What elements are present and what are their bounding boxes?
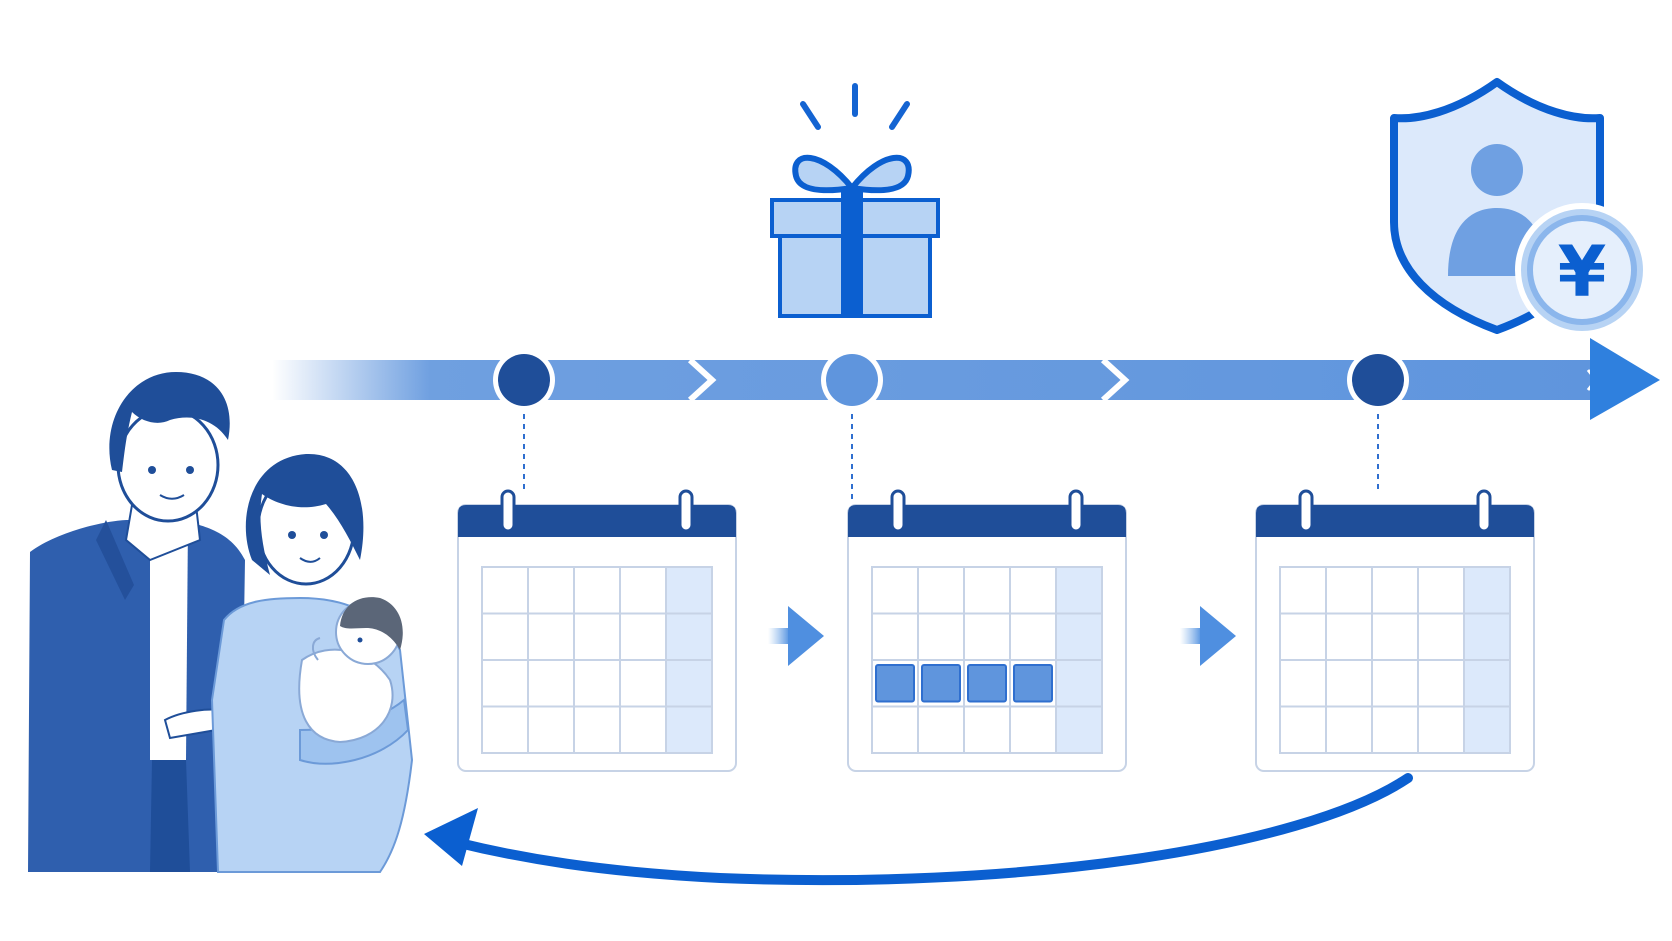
flow-arrow-1 xyxy=(768,606,824,666)
timeline-chevron xyxy=(1100,357,1130,403)
calendar-after xyxy=(1255,489,1535,772)
node-connectors xyxy=(523,414,1379,500)
calendar-ring xyxy=(890,489,906,533)
calendar-header xyxy=(1256,505,1534,537)
timeline-bar xyxy=(272,338,1660,420)
calendar-before xyxy=(457,489,737,772)
gift-icon xyxy=(770,83,940,318)
yen-symbol: ¥ xyxy=(1558,231,1607,313)
return-arrow xyxy=(424,773,1413,886)
gift-node xyxy=(826,354,878,406)
calendar-ring xyxy=(1298,489,1314,533)
timeline-arrowhead xyxy=(1590,338,1660,420)
start-node xyxy=(498,354,550,406)
calendar-flow-arrows xyxy=(768,606,1236,666)
calendar-cell xyxy=(1463,705,1511,754)
calendar-leave-day xyxy=(921,664,961,703)
calendar-ring xyxy=(1476,489,1492,533)
timeline-chevron xyxy=(687,357,717,403)
flow-arrow-2 xyxy=(1180,606,1236,666)
calendar-ring xyxy=(500,489,516,533)
calendar-cell xyxy=(665,705,713,754)
calendar-leave-day xyxy=(875,664,915,703)
timeline-nodes xyxy=(493,349,1409,411)
calendar-leave-day xyxy=(1013,664,1053,703)
calendar-header xyxy=(458,505,736,537)
calendar-ring xyxy=(678,489,694,533)
family-with-baby-illustration xyxy=(28,372,414,873)
yen-coin-icon: ¥ xyxy=(1515,203,1649,337)
father-figure xyxy=(28,372,245,872)
calendar-header xyxy=(848,505,1126,537)
calendar-leave xyxy=(847,489,1127,772)
calendar-cell xyxy=(1055,705,1103,754)
protection-node xyxy=(1352,354,1404,406)
calendar-ring xyxy=(1068,489,1084,533)
calendars xyxy=(457,489,1535,772)
baby-figure xyxy=(298,597,403,744)
calendar-leave-day xyxy=(967,664,1007,703)
